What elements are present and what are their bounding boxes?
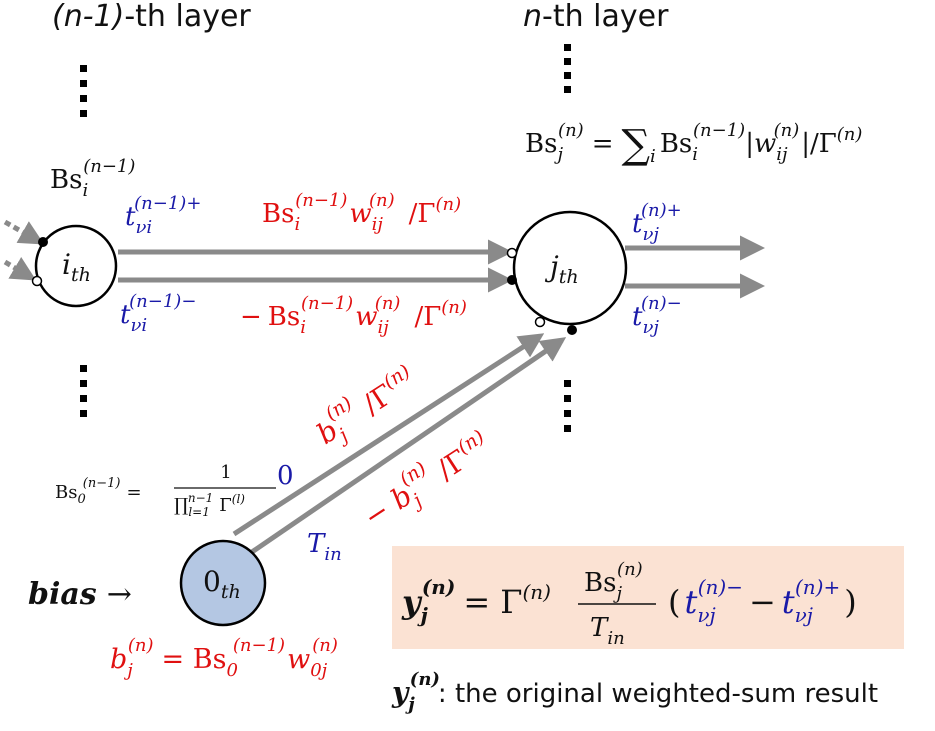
caption: yj(n): the original weighted-sum result (391, 669, 878, 715)
svg-text:Tin: Tin (590, 613, 625, 649)
neuron-j-dot-hollow-bottom (534, 316, 546, 328)
incoming-dashed-arrow-bottom (3, 257, 37, 281)
bias-negative-label-group: − bj(n)/Γ(n) (353, 421, 499, 538)
bias-word-label: bias→ (28, 577, 132, 612)
bs-i-label: Bsi(n−1) (50, 156, 135, 201)
neuron-j-dot-filled-top (507, 275, 517, 285)
ellipsis-next-bottom (564, 380, 571, 432)
svg-text:Bsj(n): Bsj(n) (584, 559, 643, 604)
t-plus-out-label: tνj(n)+ (632, 200, 682, 245)
neuron-j-dot-hollow-top (506, 247, 518, 259)
t-minus-in-label: tνi(n−1)− (120, 291, 196, 336)
t-minus-out-label: tνj(n)− (632, 293, 682, 338)
neuron-i-dot-filled (38, 237, 48, 247)
prev-layer-title: (n-1)-th layer (52, 0, 251, 34)
svg-text:1: 1 (220, 462, 231, 483)
neuron-bias-label: 0th (203, 565, 241, 603)
neuron-i-label: ith (62, 248, 91, 286)
weight-positive-label: Bsi(n−1)wij(n)/Γ(n) (262, 190, 461, 235)
bias-positive-label: bj(n)/Γ(n) (306, 356, 425, 456)
arrow-bias-to-j-negative (250, 337, 567, 555)
output-formula: yj(n)= Γ(n) Bsj(n) Tin (tνj(n)−−tνj(n)+) (401, 559, 857, 649)
weight-negative-label: −Bsi(n−1)wij(n)/Γ(n) (240, 293, 467, 338)
neuron-bias (179, 539, 267, 627)
t-in-label: Tin (307, 529, 342, 565)
svg-text:Bs0(n−1)=: Bs0(n−1)= (55, 476, 142, 507)
b-equation: bj(n)= Bs0(n−1)w0j(n) (110, 635, 338, 681)
neuron-i (34, 224, 118, 308)
t-plus-in-label: tνi(n−1)+ (125, 193, 201, 238)
formula-box (392, 546, 904, 649)
bias-positive-label-group: bj(n)/Γ(n) (306, 356, 425, 456)
ellipsis-next-top (564, 44, 571, 93)
ellipsis-prev-top (80, 65, 87, 117)
neuron-j (512, 210, 628, 326)
zero-time-label: 0 (277, 461, 294, 491)
next-layer-title: n-th layer (523, 0, 669, 34)
svg-text:(tνj(n)−−tνj(n)+): (tνj(n)−−tνj(n)+) (668, 575, 857, 627)
incoming-dashed-arrow-top (3, 219, 45, 245)
arrow-bias-to-j-positive (232, 333, 545, 537)
neuron-i-dot-hollow (31, 275, 43, 287)
bias-negative-label: − bj(n)/Γ(n) (353, 421, 499, 538)
svg-text:∏l=1n−1Γ(l): ∏l=1n−1Γ(l) (174, 491, 245, 519)
ellipsis-prev-bottom (80, 365, 87, 417)
neuron-j-dot-filled-bottom (567, 325, 577, 335)
